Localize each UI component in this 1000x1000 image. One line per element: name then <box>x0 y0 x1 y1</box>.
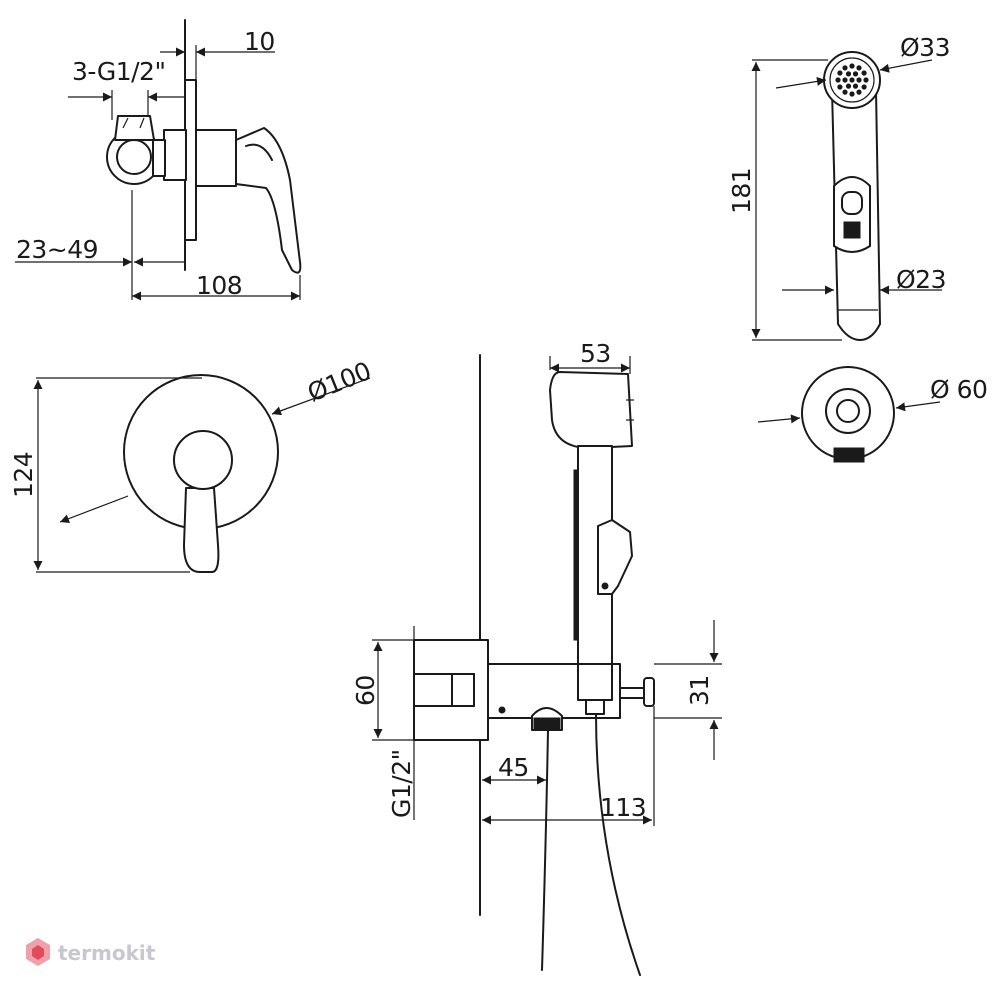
hand-shower-view <box>751 51 942 341</box>
dim-spray-head-diameter: Ø33 <box>900 33 950 62</box>
nozzle-dot <box>856 89 862 95</box>
nozzle-dot <box>861 84 867 90</box>
dim-wall-depth: 23~49 <box>16 235 98 264</box>
shower-hose <box>595 713 641 976</box>
front-lever <box>183 487 220 573</box>
nozzle-dot <box>849 91 855 97</box>
termokit-logo <box>26 938 50 966</box>
dim-handset-length: 181 <box>727 168 756 214</box>
dim-bracket-height: 31 <box>685 675 714 706</box>
holder-front-view <box>757 366 941 463</box>
nozzle-dot <box>837 70 843 76</box>
holder-thread <box>833 447 865 463</box>
nozzle-dot <box>863 77 869 83</box>
dim-connector-height: 60 <box>351 675 380 706</box>
dim-handle-diameter: Ø23 <box>896 265 946 294</box>
dim-lines-center <box>372 356 722 826</box>
spray-nozzles <box>835 63 869 97</box>
nozzle-dot <box>856 77 862 83</box>
shower-set-side-view <box>413 354 655 976</box>
mixer-lever <box>235 127 302 274</box>
shower-head-profile <box>549 371 633 449</box>
dim-lines-side <box>15 47 301 301</box>
nozzle-dot <box>861 70 867 76</box>
nozzle-dot <box>842 65 848 71</box>
dim-plate-thickness: 10 <box>244 27 275 56</box>
nozzle-dot <box>842 77 848 83</box>
dim-holder-diameter: Ø 60 <box>930 375 987 404</box>
nozzle-dot <box>845 71 852 77</box>
nozzle-dot <box>842 89 848 95</box>
side-trigger <box>597 519 633 595</box>
dim-outlet-thread: 3-G1/2" <box>72 57 165 86</box>
mixer-body <box>195 129 237 187</box>
nozzle-dot <box>852 71 859 77</box>
nozzle-dot <box>845 83 852 89</box>
dim-holder-width: 53 <box>580 339 611 368</box>
nozzle-dot <box>835 77 841 83</box>
nozzle-dot <box>852 83 859 89</box>
dim-total-height: 124 <box>9 452 38 498</box>
dim-body-length: 108 <box>196 271 242 300</box>
nozzle-dot <box>849 63 855 69</box>
nozzle-dot <box>837 84 843 90</box>
nozzle-dot <box>849 77 855 83</box>
dim-bracket-length: 113 <box>600 793 646 822</box>
nozzle-dot <box>856 65 862 71</box>
dim-hose-offset: 45 <box>498 753 529 782</box>
dim-plate-diameter: Ø100 <box>303 356 375 407</box>
mixer-side-view <box>106 19 302 274</box>
brand-name: termokit <box>58 941 156 965</box>
dim-connector-thread: G1/2" <box>387 749 416 818</box>
mixer-front-view <box>33 374 371 573</box>
